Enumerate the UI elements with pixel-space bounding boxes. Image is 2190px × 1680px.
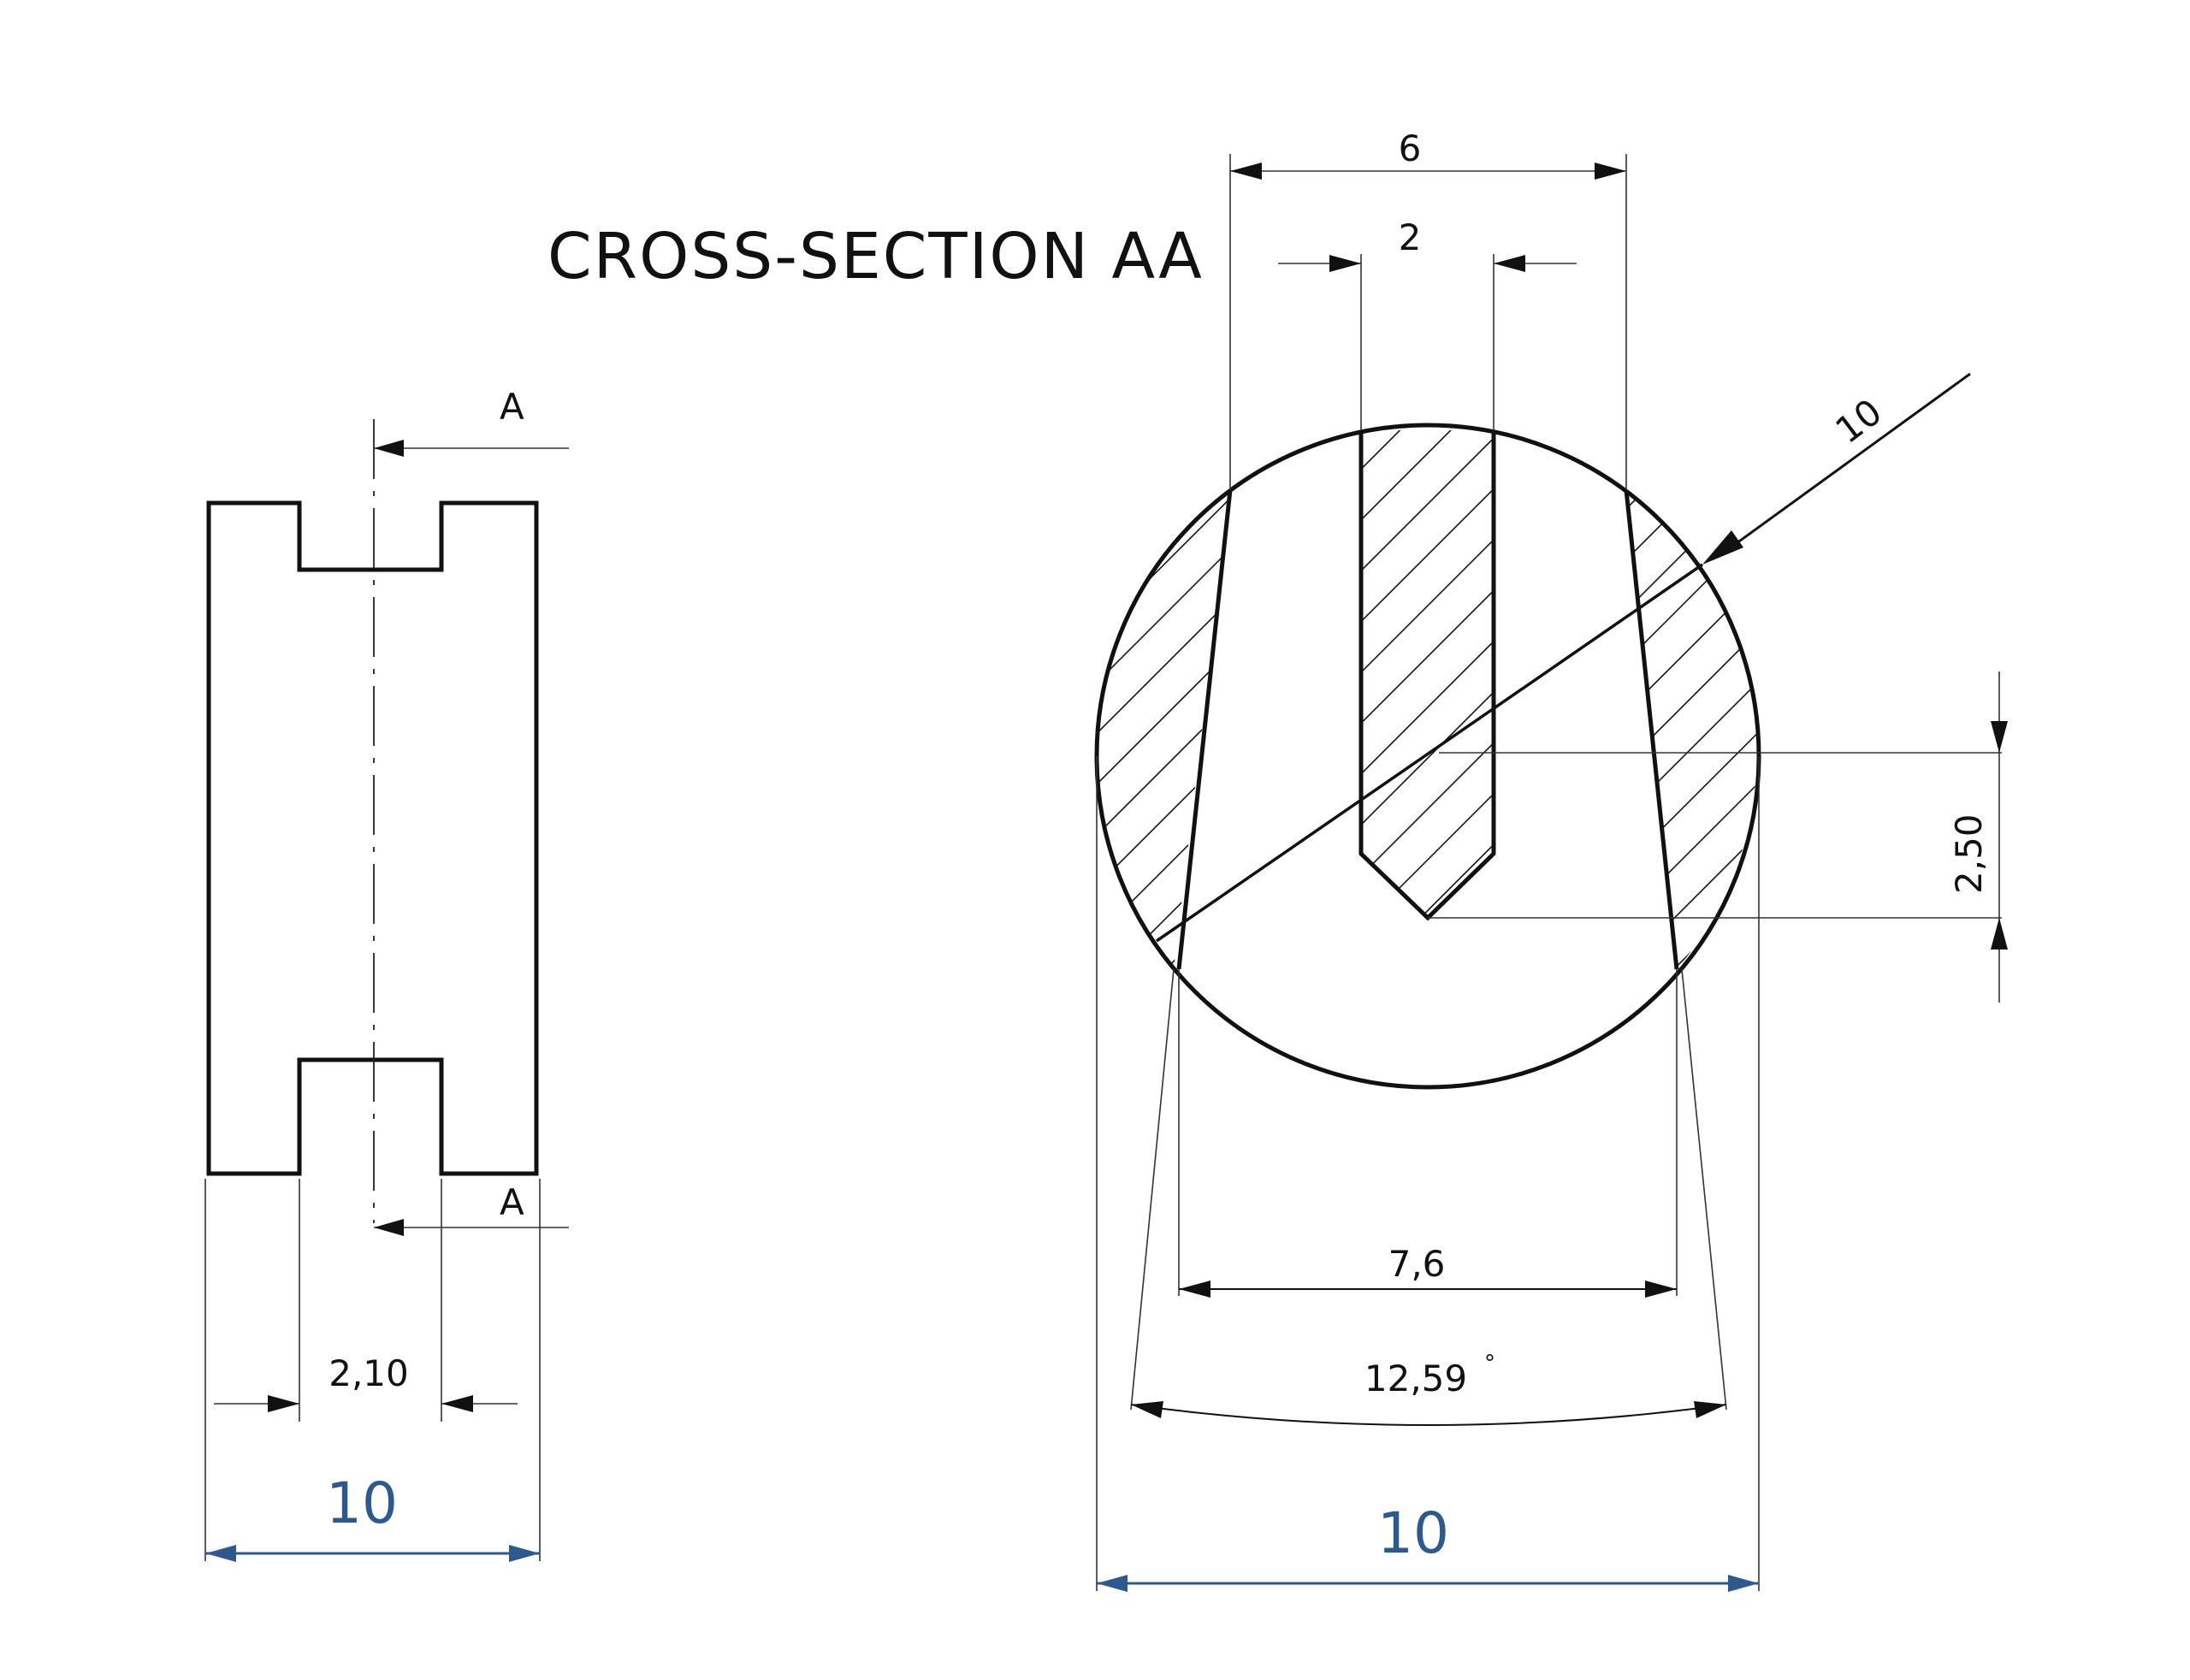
side-view: A A 2,10 10 bbox=[204, 386, 569, 1562]
bottom-width-arrow-left bbox=[1179, 1281, 1210, 1298]
taper-line-right bbox=[1624, 489, 1679, 970]
slot-dim-arrow-left bbox=[268, 1395, 299, 1412]
cross-section-view: 6 2 10 2,50 7,6 12,59 ° bbox=[1094, 127, 2008, 1592]
chord-line bbox=[1156, 563, 1703, 943]
section-overall-arrow-right bbox=[1728, 1575, 1759, 1592]
drawing-title: CROSS-SECTION AA bbox=[548, 220, 1204, 293]
section-label-bottom: A bbox=[500, 1181, 524, 1223]
depth-arrow-bottom bbox=[1991, 918, 2008, 949]
angle-arrow-left bbox=[1131, 1401, 1163, 1418]
depth-label: 2,50 bbox=[1948, 813, 1990, 894]
inner-slot-arrow-right bbox=[1494, 255, 1525, 272]
inner-slot-arrow-left bbox=[1329, 255, 1361, 272]
bottom-width-label: 7,6 bbox=[1388, 1243, 1446, 1285]
inner-slot-width-label: 2 bbox=[1399, 216, 1422, 258]
angle-label: 12,59 bbox=[1364, 1358, 1467, 1399]
depth-arrow-top bbox=[1991, 721, 2008, 753]
radius-arrow bbox=[1702, 530, 1743, 565]
section-overall-width-label: 10 bbox=[1377, 1500, 1449, 1566]
section-label-top: A bbox=[500, 386, 524, 428]
overall-dim-arrow-right bbox=[509, 1545, 540, 1562]
outer-slot-arrow-left bbox=[1230, 163, 1262, 180]
section-overall-arrow-left bbox=[1097, 1575, 1128, 1592]
bottom-width-arrow-right bbox=[1645, 1281, 1677, 1298]
hatch-center bbox=[1361, 430, 1494, 918]
slot-dim-arrow-right bbox=[441, 1395, 473, 1412]
angle-unit: ° bbox=[1484, 1351, 1495, 1376]
overall-dim-arrow-left bbox=[205, 1545, 236, 1562]
section-arrow-top bbox=[374, 440, 404, 457]
taper-line-left bbox=[1176, 489, 1233, 970]
radius-label: 10 bbox=[1828, 391, 1890, 452]
outer-slot-width-label: 6 bbox=[1399, 127, 1422, 169]
slot-width-label: 2,10 bbox=[328, 1352, 409, 1394]
side-view-outline bbox=[206, 500, 539, 1176]
outer-slot-arrow-right bbox=[1595, 163, 1626, 180]
overall-width-label: 10 bbox=[326, 1470, 398, 1536]
section-arrow-bottom bbox=[374, 1219, 404, 1236]
angle-arrow-right bbox=[1694, 1401, 1726, 1418]
